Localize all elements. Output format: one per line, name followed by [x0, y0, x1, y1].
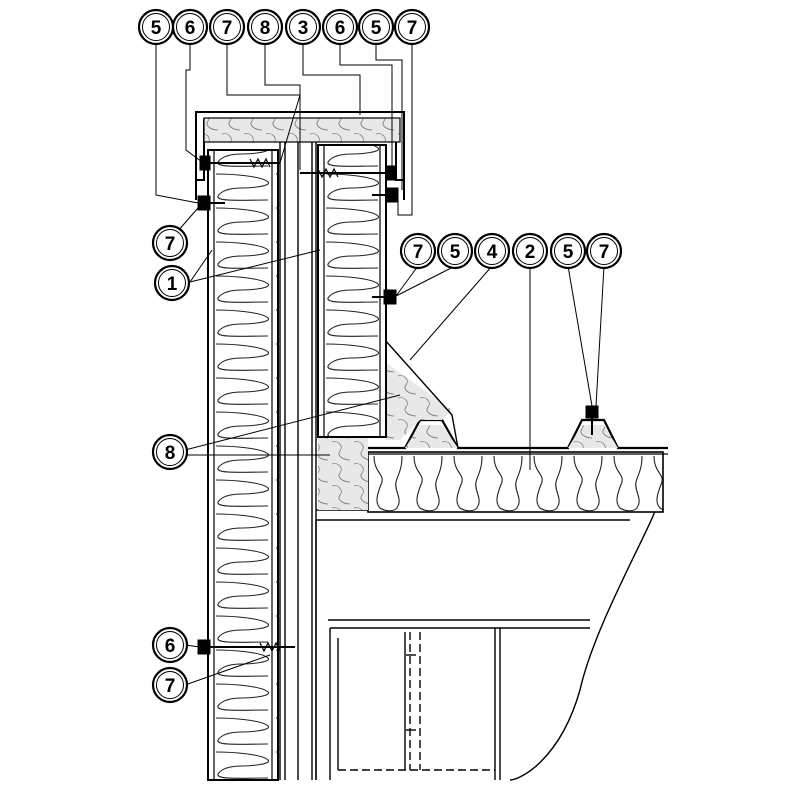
- callout-top-6: 5: [357, 8, 395, 46]
- callout-left-bottom-b: 7: [151, 666, 189, 704]
- screw-top-right: [300, 165, 397, 181]
- callout-roof-a-0-label: 7: [413, 242, 424, 263]
- left-wall-panel: [207, 149, 279, 781]
- callout-top-7: 7: [393, 8, 431, 46]
- callout-roof-a-0: 7: [399, 232, 437, 270]
- callout-left-upper: 7: [151, 224, 189, 262]
- leader-lines: [155, 44, 605, 686]
- foam-fill-block: [318, 339, 459, 510]
- fasteners: [197, 155, 599, 655]
- callout-roof-b-0: 5: [549, 232, 587, 270]
- callout-top-5-inner-ring: [326, 13, 354, 41]
- callout-top-0: 5: [137, 8, 175, 46]
- callout-top-1-inner-ring: [176, 13, 204, 41]
- callout-roof-b-0-inner-ring: [554, 237, 582, 265]
- callout-top-2-inner-ring: [213, 13, 241, 41]
- right-parapet-panel: [317, 144, 387, 438]
- callout-top-6-label: 5: [371, 18, 382, 39]
- callout-roof-a-1-inner-ring: [441, 237, 469, 265]
- callout-roof-b-1: 7: [585, 232, 623, 270]
- callout-left-bottom-b-inner-ring: [156, 671, 184, 699]
- callout-middle-inner-ring: [156, 438, 184, 466]
- callout-roof-a-2: 4: [473, 232, 511, 270]
- callout-top-3-inner-ring: [251, 13, 279, 41]
- callout-roof-a-3-label: 2: [525, 242, 536, 263]
- coping-cap: [195, 111, 405, 200]
- callout-left-upper-inner-ring: [156, 229, 184, 257]
- callout-top-1-label: 6: [185, 18, 196, 39]
- callout-roof-a-1: 5: [436, 232, 474, 270]
- callout-roof-a-3: 2: [511, 232, 549, 270]
- callout-top-4: 3: [284, 8, 322, 46]
- callouts: 5 6 7 8 3 6 5 7 7 1 7 5 4 2 5 7 8 6 7: [137, 8, 623, 704]
- callout-roof-b-1-inner-ring: [590, 237, 618, 265]
- callout-left-bottom-a-label: 6: [165, 636, 176, 657]
- callout-top-5: 6: [321, 8, 359, 46]
- callout-top-2: 7: [208, 8, 246, 46]
- callout-roof-a-2-label: 4: [487, 242, 498, 263]
- rivet-right-upper: [372, 187, 399, 203]
- callout-middle: 8: [151, 433, 189, 471]
- rivet-left-upper: [197, 195, 225, 211]
- callout-top-4-label: 3: [298, 18, 309, 39]
- callout-top-0-inner-ring: [142, 13, 170, 41]
- screw-top-left: [199, 155, 280, 171]
- callout-roof-b-0-label: 5: [563, 242, 574, 263]
- callout-roof-a-1-label: 5: [450, 242, 461, 263]
- callout-top-5-label: 6: [335, 18, 346, 39]
- callout-left-panel-inner-ring: [158, 269, 186, 297]
- callout-roof-b-1-label: 7: [599, 242, 610, 263]
- callout-left-upper-label: 7: [165, 234, 176, 255]
- callout-middle-label: 8: [165, 443, 176, 464]
- rivet-right-mid: [372, 289, 397, 305]
- callout-left-bottom-a: 6: [151, 626, 189, 664]
- callout-roof-a-0-inner-ring: [404, 237, 432, 265]
- callout-top-3-label: 8: [260, 18, 271, 39]
- callout-left-bottom-a-inner-ring: [156, 631, 184, 659]
- callout-top-4-inner-ring: [289, 13, 317, 41]
- callout-left-panel-label: 1: [167, 274, 178, 295]
- screw-bottom-left: [197, 639, 295, 655]
- callout-left-bottom-b-label: 7: [165, 676, 176, 697]
- callout-top-7-inner-ring: [398, 13, 426, 41]
- callout-top-6-inner-ring: [362, 13, 390, 41]
- callout-roof-a-2-inner-ring: [478, 237, 506, 265]
- callout-top-1: 6: [171, 8, 209, 46]
- callout-top-3: 8: [246, 8, 284, 46]
- steel-column: [279, 142, 317, 780]
- callout-roof-a-3-inner-ring: [516, 237, 544, 265]
- callout-top-7-label: 7: [407, 18, 418, 39]
- callout-left-panel: 1: [153, 264, 191, 302]
- callout-top-2-label: 7: [222, 18, 233, 39]
- structure-outline: [315, 495, 660, 781]
- callout-top-0-label: 5: [151, 18, 162, 39]
